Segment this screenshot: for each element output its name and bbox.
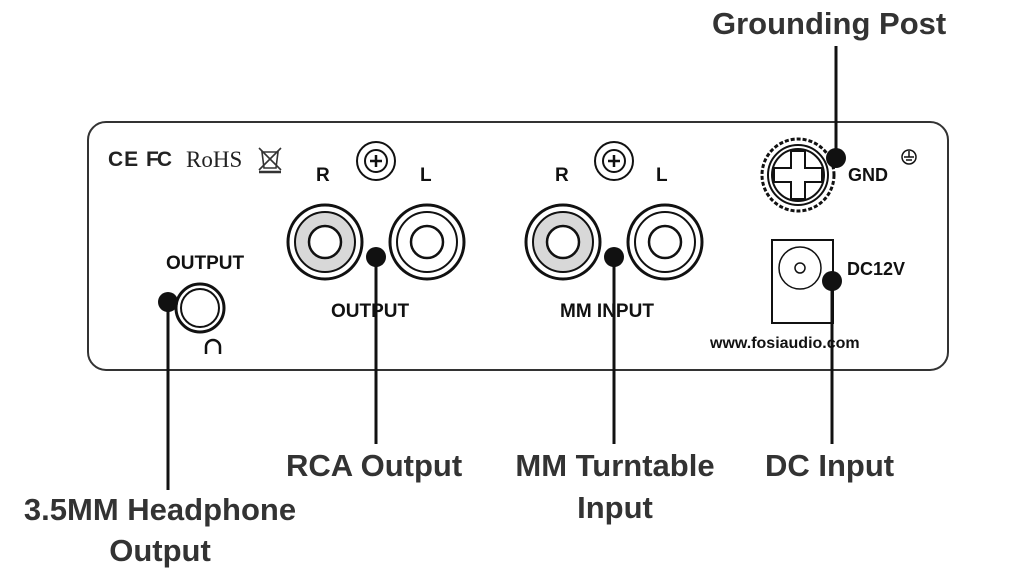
rear-panel	[87, 121, 949, 371]
callout-headphone-line2: Output	[109, 533, 211, 568]
gnd-label: GND	[848, 165, 888, 185]
leader-dot-dc	[822, 271, 842, 291]
output-screw-icon	[356, 141, 396, 181]
output-r-label: R	[316, 165, 330, 186]
callout-grounding-post: Grounding Post	[712, 6, 947, 41]
callout-rca-output: RCA Output	[286, 448, 463, 483]
leader-dot-ground	[826, 148, 846, 168]
headphone-jack	[174, 282, 226, 334]
ce-mark: CE	[108, 148, 140, 171]
grounding-post	[760, 137, 836, 213]
callout-mm-input-line1: MM Turntable	[515, 448, 715, 483]
rca-input-right-jack	[524, 203, 602, 281]
input-screw-icon	[594, 141, 634, 181]
callout-mm-input: MM Turntable Input	[508, 448, 722, 526]
leader-dot-mm-input	[604, 247, 624, 267]
output-l-label: L	[420, 165, 432, 186]
callout-headphone: 3.5MM Headphone Output	[10, 492, 310, 569]
weee-bin-icon	[258, 147, 282, 174]
rca-output-left-jack	[388, 203, 466, 281]
callout-dc-input: DC Input	[765, 448, 895, 483]
rca-input-left-jack	[626, 203, 704, 281]
leader-dot-headphone	[158, 292, 178, 312]
callout-headphone-line1: 3.5MM Headphone	[23, 492, 297, 527]
fcc-mark: FC	[146, 148, 172, 171]
rca-output-label: OUTPUT	[331, 301, 410, 322]
headphone-icon	[204, 338, 222, 354]
dc12v-label: DC12V	[847, 259, 906, 279]
rohs-mark: RoHS	[186, 147, 243, 172]
mm-input-label: MM INPUT	[560, 301, 654, 322]
website-text: www.fosiaudio.com	[710, 335, 860, 352]
ground-symbol-icon	[901, 149, 917, 165]
input-r-label: R	[555, 165, 569, 186]
rca-output-right-jack	[286, 203, 364, 281]
input-l-label: L	[656, 165, 668, 186]
headphone-output-label: OUTPUT	[166, 253, 245, 274]
callout-mm-input-line2: Input	[577, 490, 653, 525]
leader-dot-rca-output	[366, 247, 386, 267]
